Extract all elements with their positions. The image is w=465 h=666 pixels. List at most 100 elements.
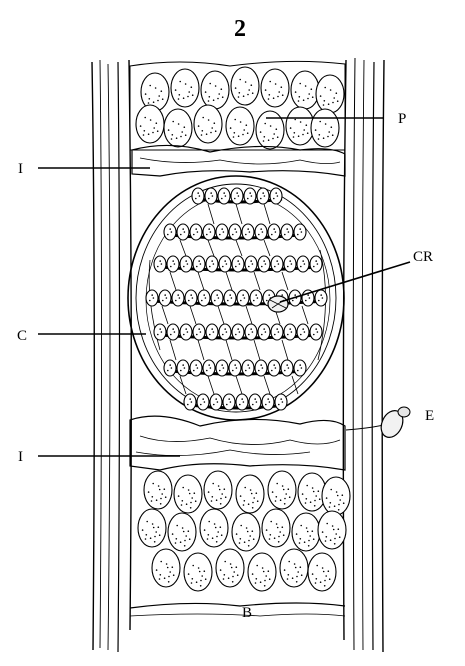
pollen-pellet xyxy=(286,107,314,145)
larva-segment xyxy=(154,324,166,340)
larva-segment xyxy=(167,324,179,340)
pollen-pellet xyxy=(308,553,336,591)
larva-segment xyxy=(229,224,241,240)
crystal xyxy=(268,296,288,312)
pollen-pellet xyxy=(268,471,296,509)
larva-segment xyxy=(242,360,254,376)
pollen-pellet xyxy=(226,107,254,145)
larva-segment xyxy=(180,324,192,340)
larva-segment xyxy=(203,360,215,376)
larva-segment xyxy=(159,290,171,306)
pollen-pellet xyxy=(144,471,172,509)
pollen-pellet xyxy=(280,549,308,587)
pollen-pellet xyxy=(216,549,244,587)
larva-segment xyxy=(255,224,267,240)
larva-segment xyxy=(193,324,205,340)
larva-segment xyxy=(255,360,267,376)
pollen-pellet xyxy=(322,477,350,515)
larva-segment xyxy=(193,256,205,272)
larva-segment xyxy=(192,188,204,204)
larva-segment xyxy=(216,360,228,376)
pollen-pellet xyxy=(174,475,202,513)
label-e: E xyxy=(425,408,434,424)
right-stem-wall xyxy=(343,58,384,652)
pollen-pellet xyxy=(136,105,164,143)
pollen-mass-bottom xyxy=(138,471,350,591)
larva-segment xyxy=(190,360,202,376)
larva-segment xyxy=(249,394,261,410)
pollen-pellet xyxy=(164,109,192,147)
larva-segment xyxy=(297,256,309,272)
pollen-pellet xyxy=(248,553,276,591)
pollen-pellet xyxy=(292,513,320,551)
larva-segment xyxy=(232,256,244,272)
larva-segment xyxy=(210,394,222,410)
pollen-pellet xyxy=(256,111,284,149)
larva-segment xyxy=(250,290,262,306)
pollen-pellet xyxy=(291,71,319,109)
pollen-pellet xyxy=(168,513,196,551)
lower-plug xyxy=(130,416,345,470)
larva-segment xyxy=(242,224,254,240)
larva-segment xyxy=(284,256,296,272)
pollen-pellet xyxy=(262,509,290,547)
larva-segment xyxy=(180,256,192,272)
larva-segment xyxy=(206,256,218,272)
pollen-pellet xyxy=(194,105,222,143)
pollen-pellet xyxy=(236,475,264,513)
larva-segment xyxy=(284,324,296,340)
larva-segment xyxy=(294,360,306,376)
label-i-top: I xyxy=(18,161,23,177)
larva-segment xyxy=(294,224,306,240)
larva-segment xyxy=(211,290,223,306)
pollen-pellet xyxy=(171,69,199,107)
pollen-pellet xyxy=(311,109,339,147)
larva-segment xyxy=(281,360,293,376)
larva-segment xyxy=(146,290,158,306)
larva-segment xyxy=(315,290,327,306)
larva-segment xyxy=(245,256,257,272)
larva-segment xyxy=(268,224,280,240)
pollen-pellet xyxy=(201,71,229,109)
pollen-pellet xyxy=(318,511,346,549)
larva-segment xyxy=(262,394,274,410)
pollen-pellet xyxy=(204,471,232,509)
pollen-pellet xyxy=(141,73,169,111)
pollen-pellet xyxy=(138,509,166,547)
larva-segment xyxy=(203,224,215,240)
larva-segment xyxy=(229,360,241,376)
label-cr: CR xyxy=(413,249,433,265)
larva-segment xyxy=(271,256,283,272)
larva-segment xyxy=(270,188,282,204)
label-b: B xyxy=(242,605,252,621)
pollen-pellet xyxy=(184,553,212,591)
larva-segment xyxy=(310,256,322,272)
external-egg xyxy=(346,407,410,441)
larva-segment xyxy=(231,188,243,204)
larva-segment xyxy=(154,256,166,272)
larva-segment xyxy=(177,224,189,240)
larva-segment xyxy=(198,290,210,306)
larva-segment xyxy=(232,324,244,340)
larva-segment xyxy=(219,256,231,272)
larva-segment xyxy=(268,360,280,376)
larva-segment xyxy=(219,324,231,340)
larva-segment xyxy=(244,188,256,204)
larva-segment xyxy=(177,360,189,376)
pollen-pellet xyxy=(152,549,180,587)
left-stem-wall xyxy=(92,60,131,652)
larva-segment xyxy=(281,224,293,240)
pollen-pellet xyxy=(200,509,228,547)
label-p: P xyxy=(398,111,406,127)
larva-segment xyxy=(164,360,176,376)
larva-segment xyxy=(205,188,217,204)
larva-segment xyxy=(218,188,230,204)
pollen-pellet xyxy=(261,69,289,107)
larva-segment xyxy=(245,324,257,340)
larva-segment xyxy=(190,224,202,240)
larva-segment xyxy=(184,394,196,410)
larva-segment xyxy=(172,290,184,306)
larva-segment xyxy=(257,188,269,204)
larva-segment xyxy=(167,256,179,272)
